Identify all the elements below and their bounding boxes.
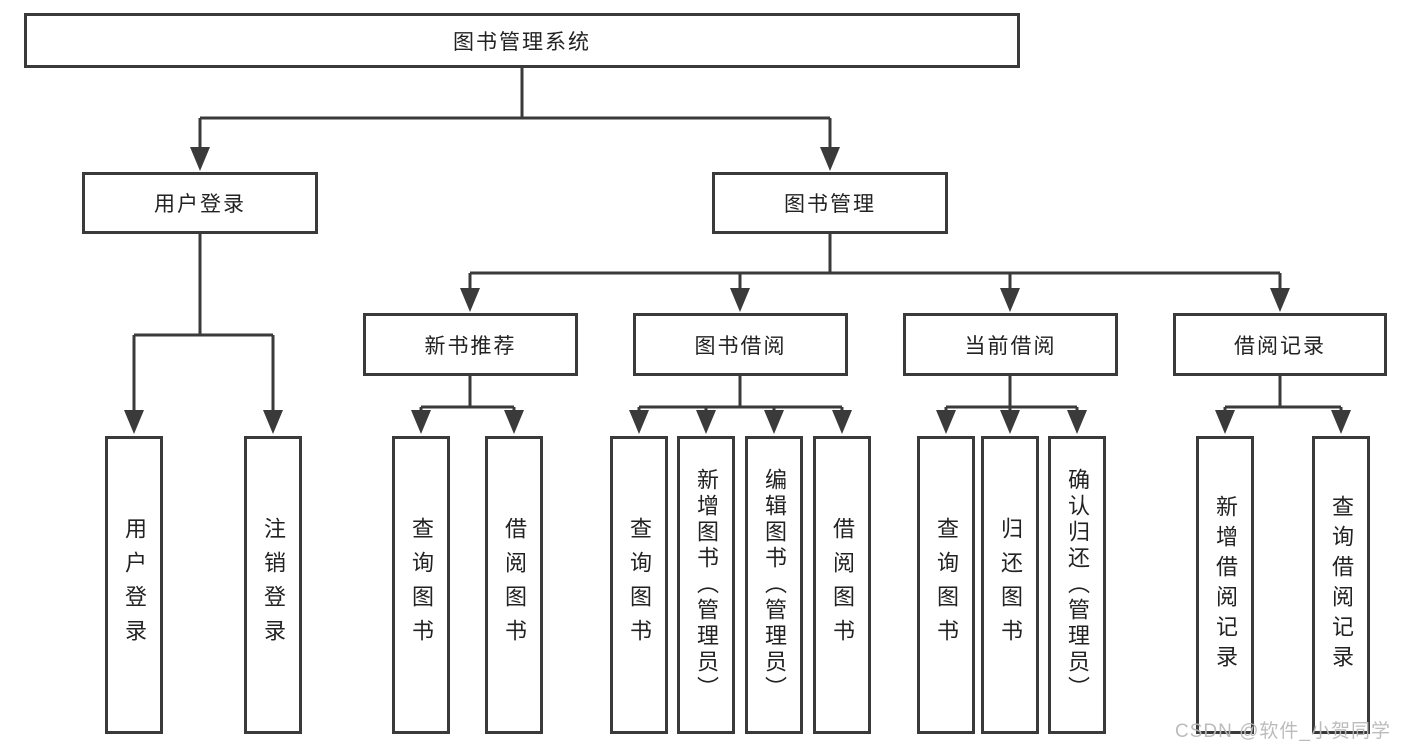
leaf-recommend-query-books: 查询图书 xyxy=(392,436,450,734)
node-current-borrow-label: 当前借阅 xyxy=(964,334,1057,358)
leaf-logout: 注销登录 xyxy=(244,436,302,734)
node-borrow-records: 借阅记录 xyxy=(1173,313,1387,376)
leaf-borrow-borrow-books-label: 借阅图书 xyxy=(830,517,855,653)
leaf-user-login-label: 用户登录 xyxy=(122,517,147,653)
leaf-recommend-query-books-label: 查询图书 xyxy=(409,517,434,653)
node-borrow-records-label: 借阅记录 xyxy=(1234,334,1326,358)
leaf-records-add-record-label: 新增借阅记录 xyxy=(1213,495,1238,675)
node-new-book-recommend-label: 新书推荐 xyxy=(424,334,517,358)
node-book-borrow: 图书借阅 xyxy=(633,313,848,376)
leaf-current-return-books: 归还图书 xyxy=(981,436,1039,734)
leaf-borrow-add-books: 新增图书（管理员） xyxy=(677,436,735,734)
node-root-label: 图书管理系统 xyxy=(453,30,591,54)
node-new-book-recommend: 新书推荐 xyxy=(363,313,578,376)
leaf-borrow-query-books: 查询图书 xyxy=(610,436,668,734)
leaf-records-query-record-label: 查询借阅记录 xyxy=(1329,495,1354,675)
node-user-login-label: 用户登录 xyxy=(154,193,246,216)
csdn-watermark: CSDN @软件_小贺同学 xyxy=(1175,721,1391,742)
leaf-current-confirm-return: 确认归还（管理员） xyxy=(1048,436,1106,734)
leaf-borrow-edit-books-label: 编辑图书（管理员） xyxy=(762,468,787,702)
node-book-borrow-label: 图书借阅 xyxy=(694,334,787,358)
leaf-records-add-record: 新增借阅记录 xyxy=(1196,436,1254,734)
leaf-borrow-borrow-books: 借阅图书 xyxy=(813,436,871,734)
leaf-logout-label: 注销登录 xyxy=(261,517,286,653)
leaf-borrow-edit-books: 编辑图书（管理员） xyxy=(745,436,803,734)
leaf-current-confirm-return-label: 确认归还（管理员） xyxy=(1065,468,1090,702)
node-book-management-label: 图书管理 xyxy=(784,193,876,216)
node-book-management: 图书管理 xyxy=(712,172,948,234)
leaf-user-login: 用户登录 xyxy=(105,436,163,734)
leaf-current-return-books-label: 归还图书 xyxy=(998,517,1023,653)
node-current-borrow: 当前借阅 xyxy=(903,313,1118,376)
leaf-current-query-books-label: 查询图书 xyxy=(934,517,959,653)
leaf-recommend-borrow-books-label: 借阅图书 xyxy=(502,517,527,653)
leaf-borrow-query-books-label: 查询图书 xyxy=(627,517,652,653)
leaf-current-query-books: 查询图书 xyxy=(917,436,975,734)
leaf-borrow-add-books-label: 新增图书（管理员） xyxy=(694,468,719,702)
leaf-records-query-record: 查询借阅记录 xyxy=(1312,436,1370,734)
node-user-login: 用户登录 xyxy=(82,172,318,234)
node-root: 图书管理系统 xyxy=(24,13,1020,68)
leaf-recommend-borrow-books: 借阅图书 xyxy=(485,436,543,734)
